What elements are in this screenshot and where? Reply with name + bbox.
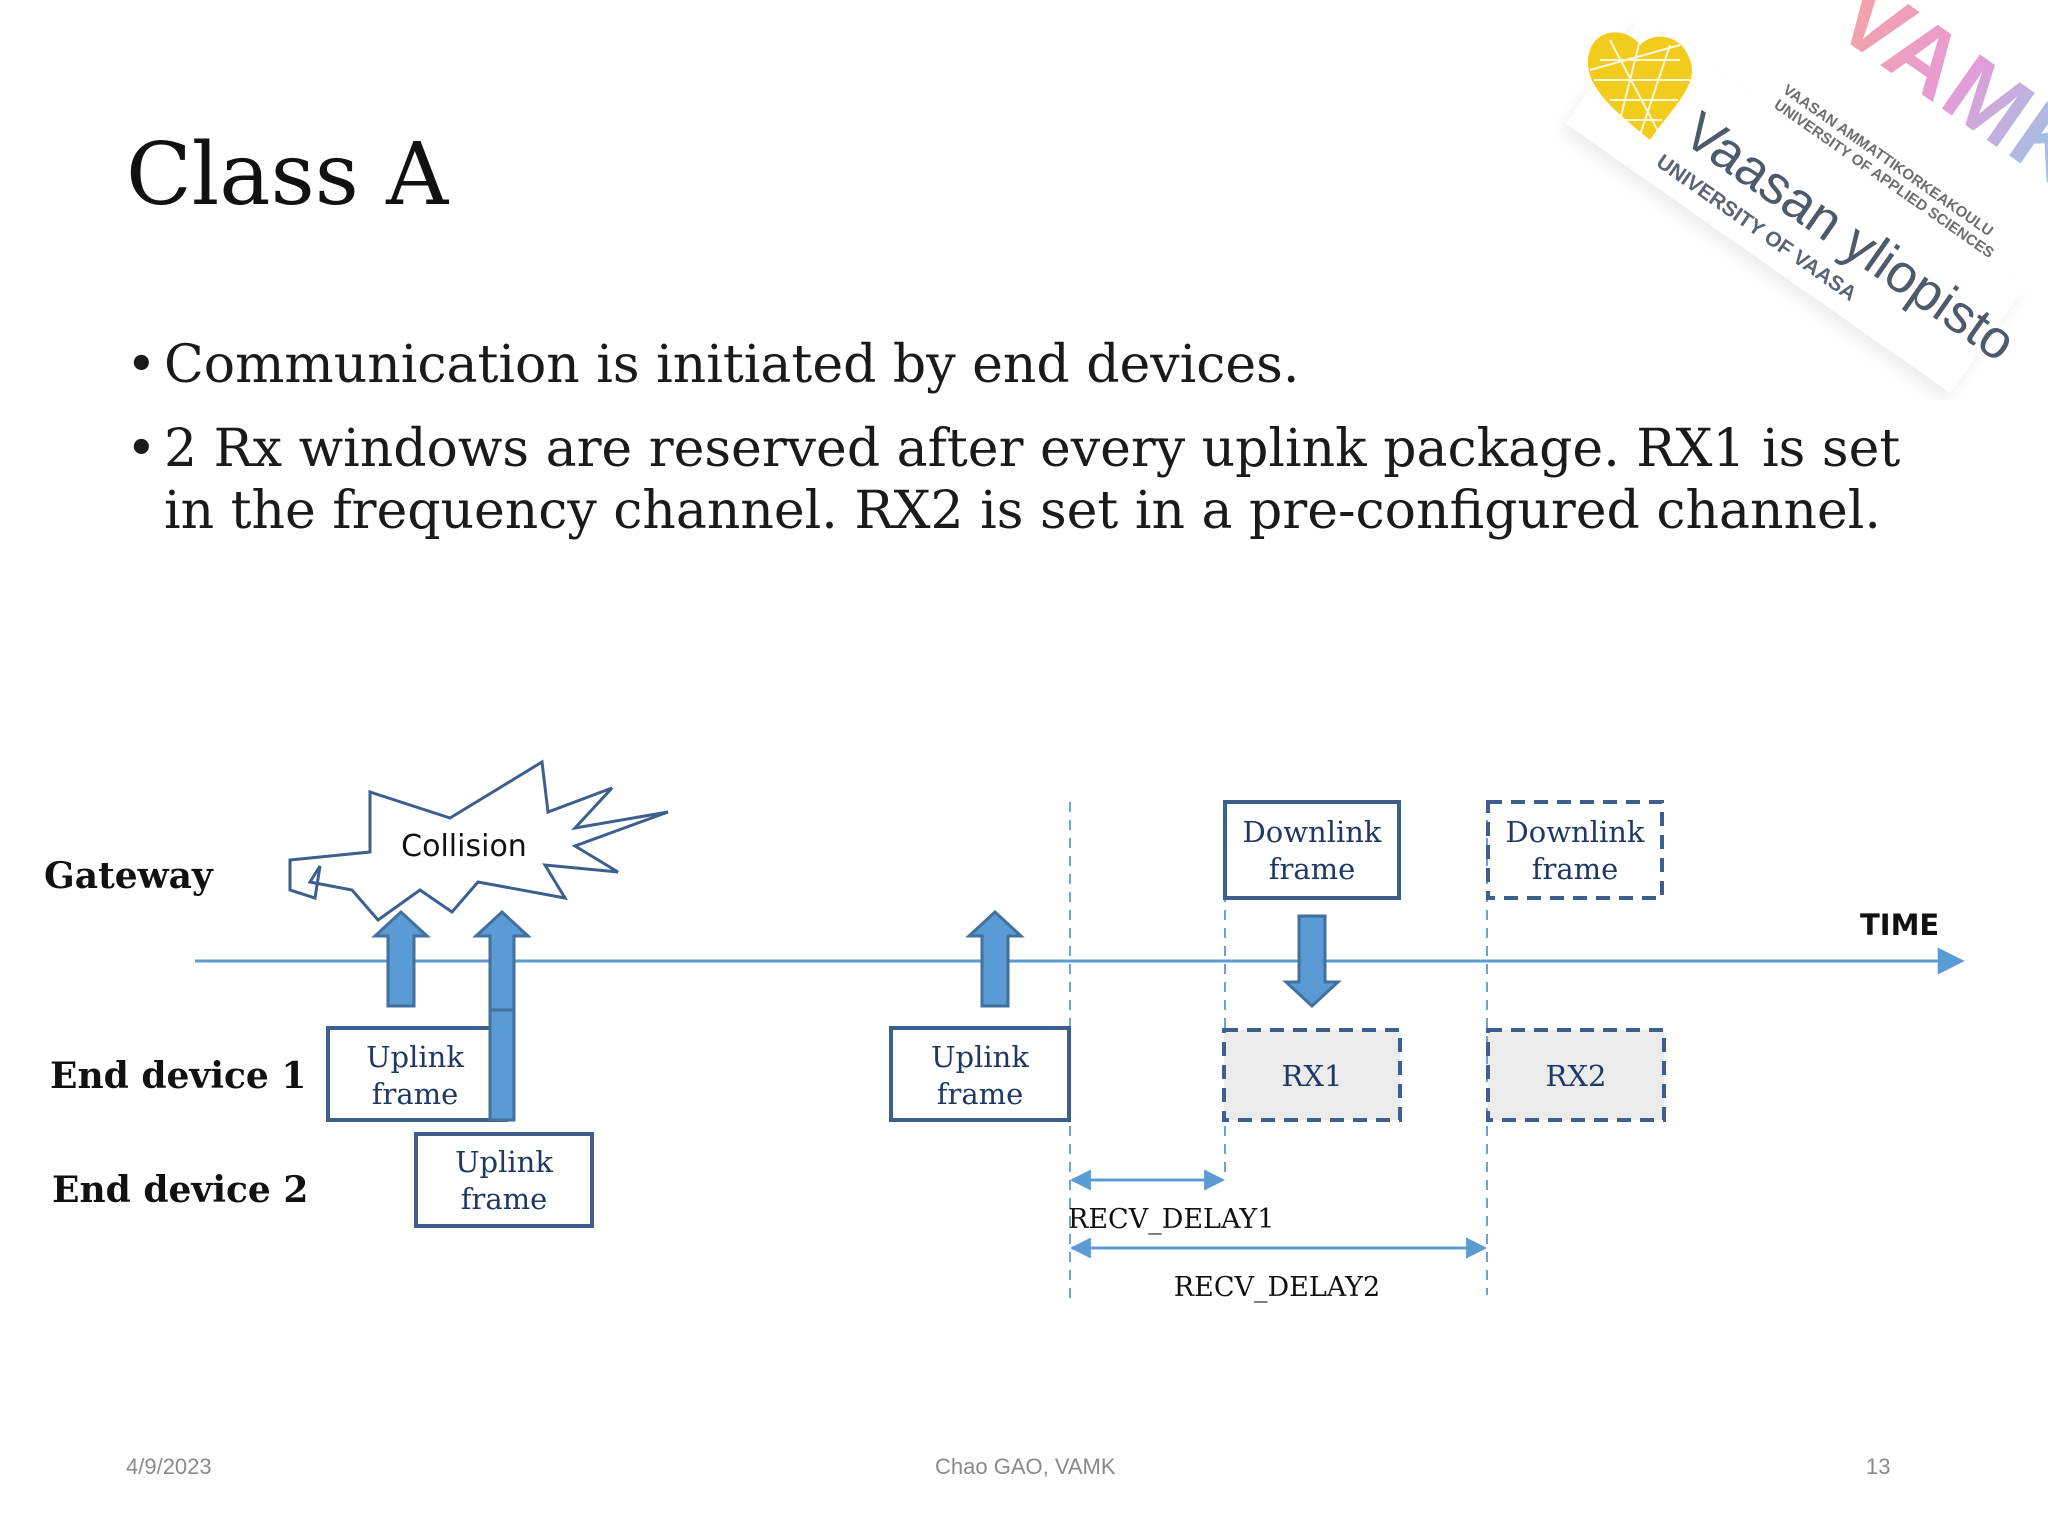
bullet-list: • Communication is initiated by end devi…: [126, 334, 1926, 564]
downlink-frame-rx2-label-1: Downlink: [1505, 815, 1644, 849]
uplink-arrow-shaft-overlay: [488, 1008, 516, 1122]
bullet-item: • 2 Rx windows are reserved after every …: [126, 418, 1926, 542]
bullet-glyph: •: [126, 335, 157, 395]
class-a-timing-diagram: Gateway End device 1 End device 2 Collis…: [44, 759, 1965, 1305]
footer-date: 4/9/2023: [126, 1454, 212, 1479]
logo-card: [1565, 17, 2026, 394]
uplink-frame-device-2: [414, 1132, 594, 1228]
bullet-text: Communication is initiated by end device…: [164, 335, 1300, 395]
row-label-end-device-1: End device 1: [50, 1055, 306, 1097]
time-label: TIME: [1860, 908, 1939, 942]
row-label-gateway: Gateway: [44, 855, 214, 897]
footer-author: Chao GAO, VAMK: [935, 1454, 1116, 1479]
downlink-frame-rx1-label-2: frame: [1269, 852, 1356, 886]
bullet-text: 2 Rx windows are reserved after every up…: [164, 419, 1901, 541]
uplink-arrow-device-1: [371, 909, 431, 1008]
golden-heart-icon: [1587, 32, 1692, 140]
uplink-frame-device-1-label-2: frame: [372, 1077, 459, 1111]
footer-page-number: 13: [1866, 1454, 1891, 1479]
rx1-window: [1222, 1028, 1402, 1122]
row-label-end-device-2: End device 2: [52, 1169, 308, 1211]
bullet-glyph: •: [126, 419, 157, 479]
university-logo: VAMK VAASAN AMMATTIKORKEAKOULU UNIVERSIT…: [1559, 0, 2048, 400]
slide-title: Class A: [126, 125, 449, 225]
uplink-arrow-device-1-second: [965, 909, 1025, 1008]
collision-burst: [288, 759, 669, 923]
uplink-frame-device-1: [326, 1026, 508, 1122]
downlink-frame-rx2: [1486, 800, 1664, 900]
recv-delay2-label: RECV_DELAY2: [1174, 1272, 1380, 1303]
downlink-frame-rx1: [1223, 800, 1401, 900]
downlink-arrow: [1282, 914, 1342, 1009]
uplink-frame-device-1-second-label-2: frame: [937, 1077, 1024, 1111]
uplink-frame-device-2-label-1: Uplink: [455, 1145, 553, 1179]
uplink-frame-device-1-second: [889, 1026, 1071, 1122]
bullet-item: • Communication is initiated by end devi…: [126, 334, 1926, 396]
uplink-frame-device-1-label-1: Uplink: [366, 1040, 464, 1074]
downlink-frame-rx1-label-1: Downlink: [1242, 815, 1381, 849]
rx2-label: RX2: [1546, 1059, 1607, 1093]
rx2-window: [1486, 1028, 1666, 1122]
downlink-frame-rx2-label-2: frame: [1532, 852, 1619, 886]
recv-delay1-label: RECV_DELAY1: [1068, 1204, 1274, 1235]
uplink-frame-device-1-second-label-1: Uplink: [931, 1040, 1029, 1074]
uplink-frame-device-2-label-2: frame: [461, 1182, 548, 1216]
rx1-label: RX1: [1282, 1059, 1343, 1093]
collision-label: Collision: [401, 829, 527, 864]
